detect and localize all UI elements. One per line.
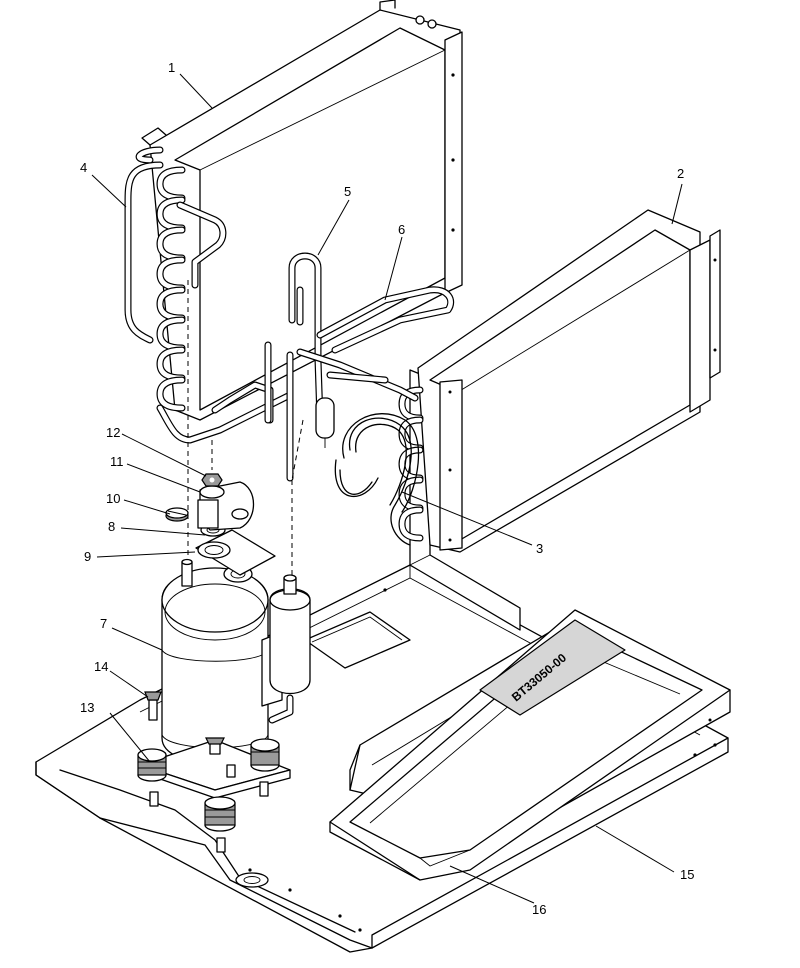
callout-8: 8	[108, 519, 115, 534]
evaporator-hairpins	[124, 146, 186, 412]
callout-6: 6	[398, 222, 405, 237]
discharge-tube	[316, 286, 455, 354]
callout-12: 12	[106, 425, 120, 440]
drain-tray-inner: BT33050-00	[329, 609, 731, 881]
callout-1: 1	[168, 60, 175, 75]
callout-13: 13	[80, 700, 94, 715]
callout-15: 15	[680, 867, 694, 882]
callout-labels: 1 2 3 4 5 6 7 8 9 10 11 12 13 14 15 16	[80, 60, 694, 917]
capillary-tubes	[334, 413, 420, 546]
callout-11: 11	[110, 454, 124, 469]
pan-rivets	[248, 588, 717, 932]
callout-9: 9	[84, 549, 91, 564]
callout-5: 5	[344, 184, 351, 199]
condenser-coil	[417, 209, 721, 553]
inline-strainer	[315, 397, 335, 448]
terminal-cover-plate	[195, 529, 276, 576]
mounting-bolts	[144, 691, 269, 853]
assembly-guide-lines	[187, 280, 304, 575]
terminal-clip	[165, 507, 189, 522]
evaporator-coil	[141, 0, 463, 421]
callout-3: 3	[536, 541, 543, 556]
callout-2: 2	[677, 166, 684, 181]
callout-16: 16	[532, 902, 546, 917]
terminal-nut	[201, 473, 223, 487]
callout-14: 14	[94, 659, 108, 674]
callout-7: 7	[100, 616, 107, 631]
mounting-grommets	[137, 738, 280, 832]
callout-4: 4	[80, 160, 87, 175]
callout-10: 10	[106, 491, 120, 506]
accumulator	[268, 574, 311, 724]
suction-tube	[286, 252, 419, 482]
evaporator-header-tubes	[156, 201, 294, 444]
terminal-cover	[197, 481, 254, 531]
callout-leaders	[91, 73, 683, 904]
